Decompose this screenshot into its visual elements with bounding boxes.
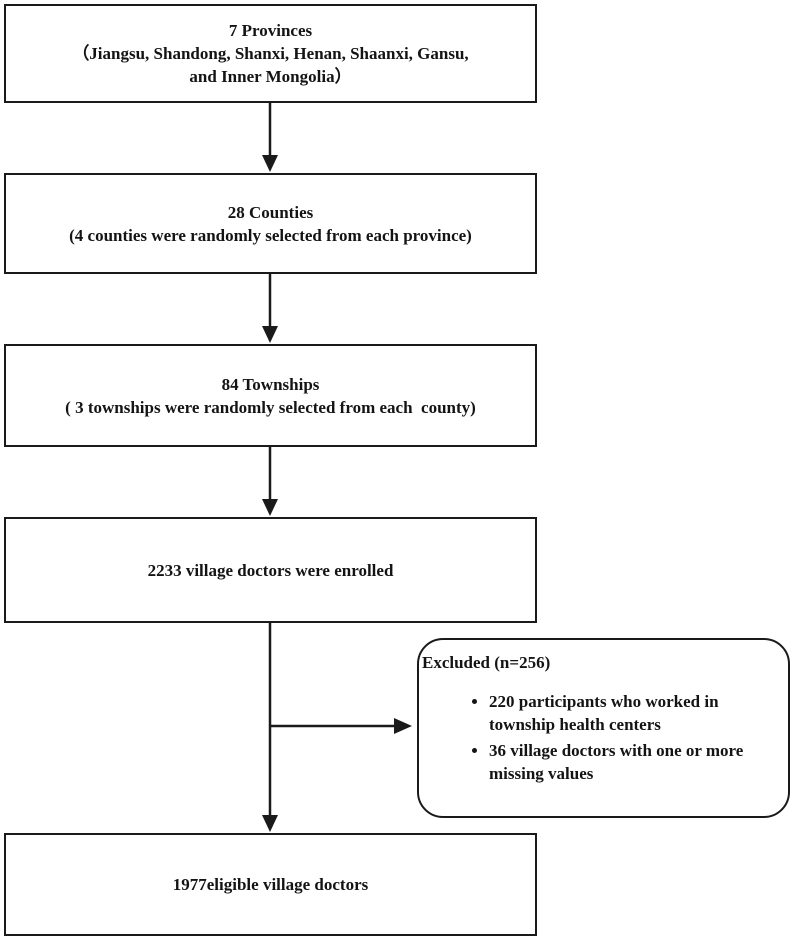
- box-text-line: (4 counties were randomly selected from …: [69, 225, 472, 245]
- excluded-title: Excluded (n=256): [422, 653, 551, 672]
- arrowhead-down-icon: [262, 155, 278, 172]
- flowchart-box-provinces: 7 Provinces （Jiangsu, Shandong, Shanxi, …: [4, 4, 537, 103]
- box-text-line: and Inner Mongolia）: [189, 67, 352, 86]
- excluded-list-item: 220 participants who worked in township …: [489, 690, 778, 736]
- flowchart-box-eligible: 1977eligible village doctors: [4, 833, 537, 936]
- box-text-line: （Jiangsu, Shandong, Shanxi, Henan, Shaan…: [72, 44, 469, 63]
- excluded-list-item: 36 village doctors with one or more miss…: [489, 739, 778, 785]
- arrowhead-right-icon: [394, 718, 412, 734]
- excluded-list: 220 participants who worked in township …: [419, 690, 788, 788]
- flowchart-box-townships: 84 Townships ( 3 townships were randomly…: [4, 344, 537, 447]
- flowchart-box-enrolled: 2233 village doctors were enrolled: [4, 517, 537, 623]
- flowchart-box-counties: 28 Counties (4 counties were randomly se…: [4, 173, 537, 274]
- box-text-line: 28 Counties: [227, 202, 314, 222]
- arrowhead-down-icon: [262, 815, 278, 832]
- arrowhead-down-icon: [262, 326, 278, 343]
- flowchart-box-excluded: Excluded (n=256) 220 participants who wo…: [417, 638, 790, 818]
- box-text-line: ( 3 townships were randomly selected fro…: [65, 397, 476, 417]
- box-text-line: 1977eligible village doctors: [172, 875, 369, 894]
- box-text-line: 7 Provinces: [228, 21, 313, 40]
- box-text-line: 2233 village doctors were enrolled: [147, 560, 394, 580]
- arrowhead-down-icon: [262, 499, 278, 516]
- box-text-line: 84 Townships: [221, 374, 320, 394]
